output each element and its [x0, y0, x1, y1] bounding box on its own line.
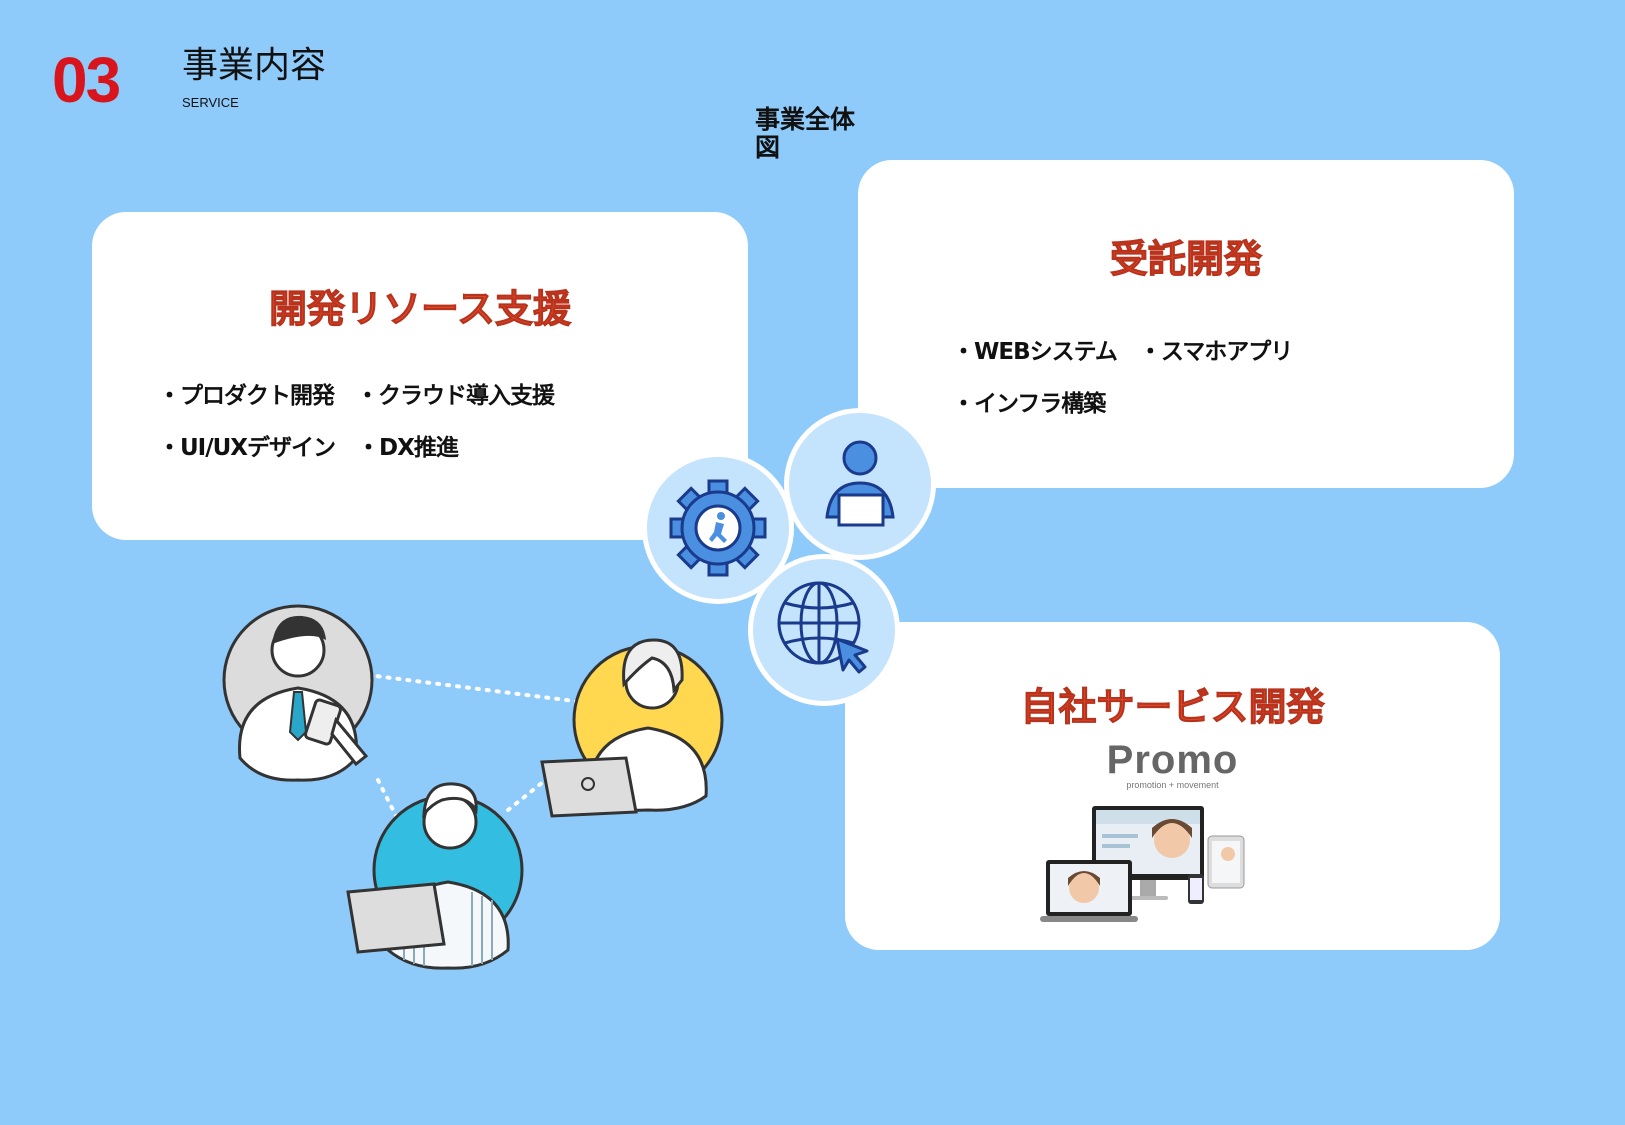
devices-mockup-image: [1040, 806, 1245, 922]
card-line-resource-2: ・UI/UXデザイン ・DX推進: [158, 435, 459, 461]
card-own-service: 自社サービス開発 Promo promotion + movement: [845, 622, 1500, 950]
card-title-own-service: 自社サービス開発: [1020, 685, 1325, 730]
person-bubble: [784, 408, 936, 560]
card-line-contract-1: ・WEBシステム ・スマホアプリ: [952, 339, 1293, 365]
section-title: 事業内容: [182, 45, 327, 86]
card-resource-support: 開発リソース支援 ・プロダクト開発 ・クラウド導入支援 ・UI/UXデザイン ・…: [92, 212, 748, 540]
section-subtitle: SERVICE: [182, 95, 239, 110]
gear-runner-icon: [669, 479, 767, 577]
person-laptop-icon: [825, 440, 895, 527]
promo-logo: Promo: [1106, 738, 1239, 782]
section-number: 03: [52, 44, 121, 116]
card-title-resource-support: 開発リソース支援: [268, 287, 572, 332]
card-contract-development: 受託開発 ・WEBシステム ・スマホアプリ ・インフラ構築: [858, 160, 1514, 488]
person-tablet-illustration: [346, 782, 524, 970]
card-line-resource-1: ・プロダクト開発 ・クラウド導入支援: [158, 383, 555, 409]
overview-title: 事業全体図: [755, 105, 856, 162]
promo-tagline: promotion + movement: [1126, 780, 1219, 790]
person-laptop-illustration: [540, 638, 724, 818]
gear-bubble: [642, 452, 794, 604]
person-smartphone-illustration: [222, 604, 374, 782]
globe-bubble: [748, 554, 900, 706]
card-title-contract-development: 受託開発: [1109, 237, 1262, 282]
team-illustration: [222, 604, 724, 970]
globe-cursor-icon: [777, 581, 869, 674]
card-line-contract-2: ・インフラ構築: [952, 391, 1106, 417]
